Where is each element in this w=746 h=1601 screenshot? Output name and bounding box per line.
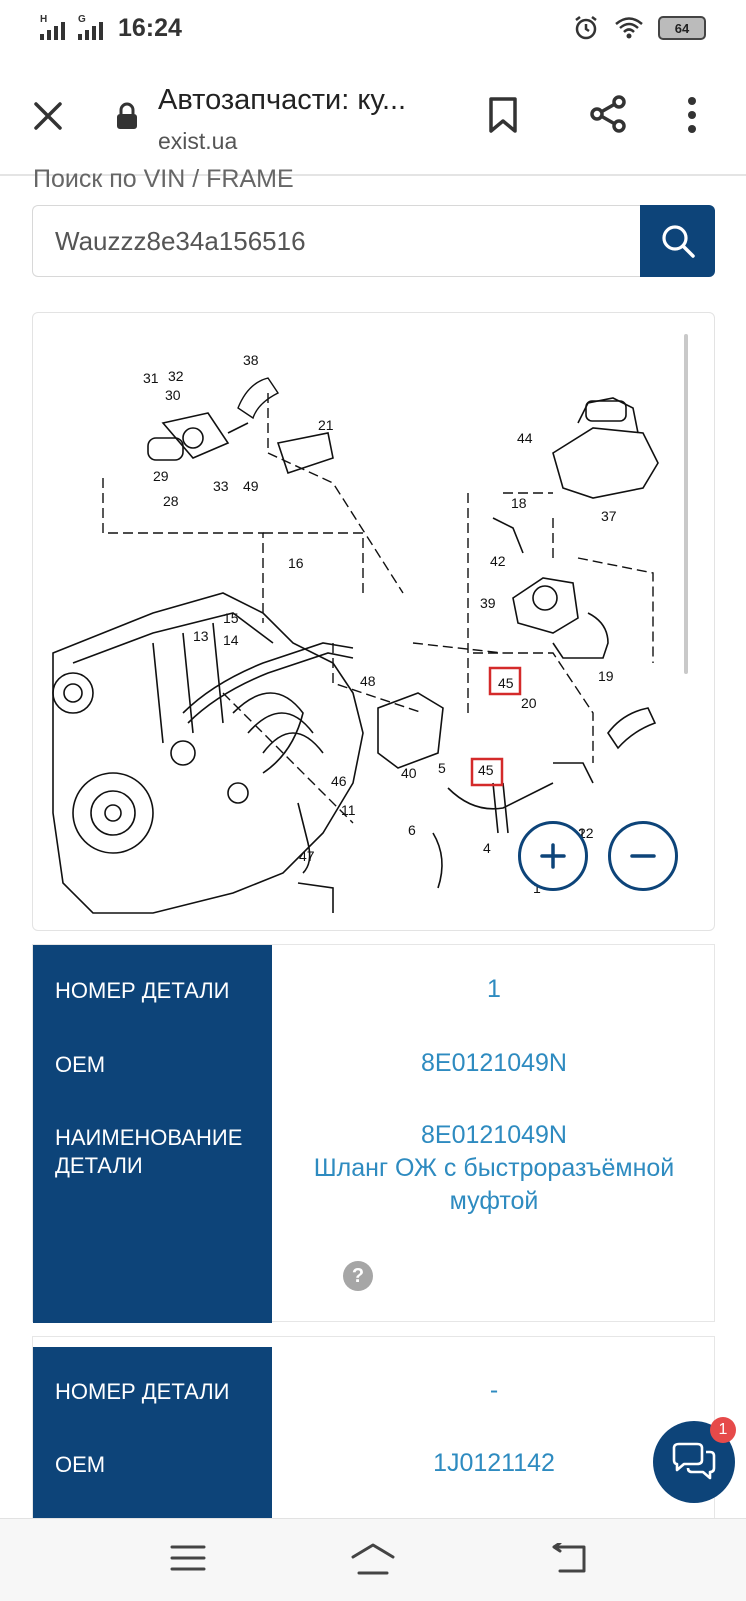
callout-40[interactable]: 40 <box>401 765 417 781</box>
callout-45-second[interactable]: 45 <box>478 762 494 778</box>
callout-13[interactable]: 13 <box>193 628 209 644</box>
bookmark-icon[interactable] <box>488 96 518 134</box>
callout-15[interactable]: 15 <box>223 610 239 626</box>
home-icon[interactable] <box>350 1543 396 1575</box>
alarm-icon <box>575 16 597 40</box>
callout-39[interactable]: 39 <box>480 595 496 611</box>
vin-search-value: Wauzzz8e34a156516 <box>55 225 306 256</box>
part-number-label: НОМЕР ДЕТАЛИ <box>55 978 230 1003</box>
part-details-1: НОМЕР ДЕТАЛИ 1 OEM 8E0121049N НАИМЕНОВАН… <box>32 944 715 1323</box>
callout-33[interactable]: 33 <box>213 478 229 494</box>
search-button[interactable] <box>640 205 715 277</box>
battery-icon: 64 <box>658 16 706 40</box>
callout-31[interactable]: 31 <box>143 370 159 386</box>
callout-18[interactable]: 18 <box>511 495 527 511</box>
lock-icon[interactable] <box>116 102 138 130</box>
clock: 16:24 <box>118 14 182 42</box>
callout-28[interactable]: 28 <box>163 493 179 509</box>
callout-6[interactable]: 6 <box>408 822 416 838</box>
page-title[interactable]: Автозапчасти: ку... <box>158 84 407 116</box>
oem-label: OEM <box>55 1452 106 1477</box>
recent-apps-icon[interactable] <box>170 1543 206 1573</box>
callout-21[interactable]: 21 <box>318 417 334 433</box>
vin-search-input[interactable]: Wauzzz8e34a156516 <box>32 205 640 277</box>
close-icon[interactable] <box>28 96 68 136</box>
page-url[interactable]: exist.ua <box>158 128 238 154</box>
highlight-box-45-2 <box>470 757 504 787</box>
callout-19[interactable]: 19 <box>598 668 614 684</box>
browser-toolbar: Автозапчасти: ку... exist.ua <box>0 58 746 176</box>
callout-16[interactable]: 16 <box>288 555 304 571</box>
callout-5[interactable]: 5 <box>438 760 446 776</box>
part-name-code[interactable]: 8E0121049N <box>421 1121 567 1149</box>
oem-link[interactable]: 1J0121142 <box>433 1449 555 1477</box>
callout-4[interactable]: 4 <box>483 840 491 856</box>
callout-2[interactable]: 2 <box>578 825 586 841</box>
more-menu-icon[interactable] <box>686 96 698 134</box>
part-name-label-line-2: ДЕТАЛИ <box>55 1153 143 1178</box>
callout-48[interactable]: 48 <box>360 673 376 689</box>
callout-42[interactable]: 42 <box>490 553 506 569</box>
part-number-value: 1 <box>487 975 501 1003</box>
callout-44[interactable]: 44 <box>517 430 533 446</box>
search-icon <box>661 225 695 258</box>
callout-45[interactable]: 45 <box>498 675 514 691</box>
callout-37[interactable]: 37 <box>601 508 617 524</box>
chat-unread-badge: 1 <box>710 1417 736 1443</box>
chat-bubbles-icon <box>672 1442 716 1480</box>
callout-11[interactable]: 11 <box>341 802 356 818</box>
callout-30[interactable]: 30 <box>165 387 181 403</box>
part-name-line-1[interactable]: Шланг ОЖ с быстроразъёмной <box>313 1154 675 1182</box>
part-details-labels <box>33 945 272 1323</box>
plus-icon <box>540 843 566 869</box>
callout-1[interactable]: 1 <box>533 880 541 896</box>
diagram-scrollbar[interactable] <box>684 334 688 674</box>
part-name-label-line-1: НАИМЕНОВАНИЕ <box>55 1125 243 1150</box>
callout-14[interactable]: 14 <box>223 632 239 648</box>
callout-38[interactable]: 38 <box>243 352 259 368</box>
callout-46[interactable]: 46 <box>331 773 347 789</box>
zoom-out-button[interactable] <box>608 821 678 891</box>
battery-level: 64 <box>674 20 690 36</box>
status-bar: H G 16:24 64 <box>0 0 746 58</box>
wifi-icon <box>615 17 643 39</box>
help-icon[interactable]: ? <box>343 1261 373 1291</box>
oem-label: OEM <box>55 1052 106 1077</box>
zoom-in-button[interactable] <box>518 821 588 891</box>
part-name-line-2[interactable]: муфтой <box>449 1187 539 1215</box>
callout-49[interactable]: 49 <box>243 478 259 494</box>
part-details-2: НОМЕР ДЕТАЛИ - OEM 1J0121142 <box>32 1336 715 1527</box>
search-label: Поиск по VIN / FRAME <box>33 165 294 188</box>
sim2-type: G <box>78 14 86 25</box>
back-icon[interactable] <box>550 1543 588 1575</box>
oem-link[interactable]: 8E0121049N <box>421 1049 567 1077</box>
sim1-type: H <box>40 14 48 25</box>
callout-47[interactable]: 47 <box>299 848 315 864</box>
callout-20[interactable]: 20 <box>521 695 537 711</box>
part-number-value: - <box>489 1376 499 1404</box>
callout-32[interactable]: 32 <box>168 368 184 384</box>
part-details-labels <box>33 1347 272 1527</box>
part-number-label: НОМЕР ДЕТАЛИ <box>55 1379 230 1404</box>
callout-29[interactable]: 29 <box>153 468 169 484</box>
highlight-box-45-1 <box>488 666 522 696</box>
share-icon[interactable] <box>588 94 628 134</box>
minus-icon <box>630 854 656 858</box>
signal-icon-1 <box>40 22 65 40</box>
signal-icon-2 <box>78 22 103 40</box>
system-navigation-bar <box>0 1518 746 1601</box>
